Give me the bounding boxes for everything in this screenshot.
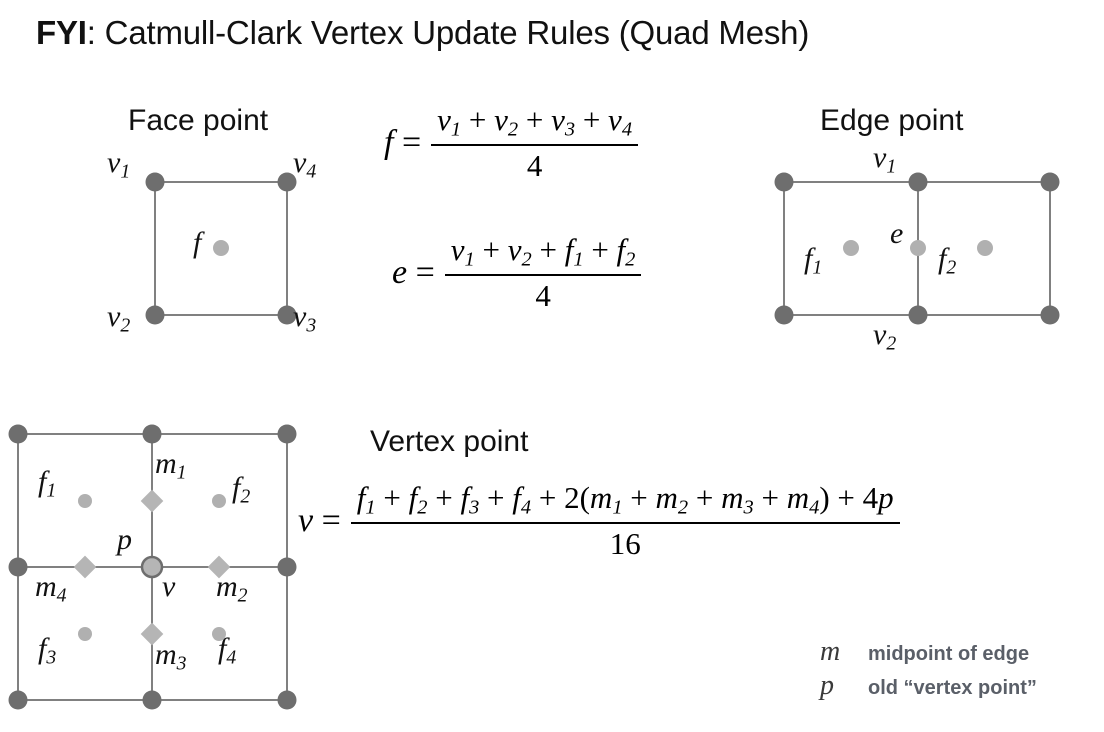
label-f2-edge: f2 <box>938 242 957 279</box>
face-point-dot-f <box>213 240 229 256</box>
vertex-dot-ml <box>8 557 28 577</box>
legend-row-m: m midpoint of edge <box>820 636 1037 670</box>
label-f2-vertex: f2 <box>232 471 251 508</box>
formula-vertex-point: v = f1 + f2 + f3 + f4 + 2(m1 + m2 + m3 +… <box>298 478 900 564</box>
formula-edge-lhs: e = <box>392 253 435 291</box>
label-v4-face: v4 <box>293 146 317 183</box>
vertex-dot-bc <box>142 690 162 710</box>
label-m3-vertex: m3 <box>155 638 187 675</box>
formula-vertex-bar <box>350 521 900 524</box>
vertex-point-caption: Vertex point <box>370 425 529 458</box>
vertex-dot-bottom-left <box>774 305 794 325</box>
vertex-dot-v3 <box>277 305 297 325</box>
formula-edge-numerator: v1 + v2 + f1 + f2 <box>450 232 636 271</box>
vertex-dot-tc <box>142 424 162 444</box>
face-point-diagram <box>145 172 297 325</box>
formula-edge-point: e = v1 + v2 + f1 + f2 4 <box>392 230 642 316</box>
formula-face-numerator: v1 + v2 + v3 + v4 <box>437 102 633 141</box>
face-point-dot-f1 <box>843 240 859 256</box>
label-v3-face: v3 <box>293 300 317 337</box>
vertex-dot-bottom-right <box>1040 305 1060 325</box>
legend-text-m: midpoint of edge <box>868 643 1030 665</box>
label-f4-vertex: f4 <box>218 632 237 669</box>
label-f3-vertex: f3 <box>38 632 57 669</box>
face-point-dot-f1 <box>78 494 92 508</box>
label-v2-edge: v2 <box>873 318 897 355</box>
vertex-dot-tl <box>8 424 28 444</box>
midpoint-diamond-m4 <box>73 555 97 579</box>
legend: m midpoint of edge p old “vertex point” <box>820 636 1037 704</box>
legend-text-p: old “vertex point” <box>868 677 1037 699</box>
face-point-dot-f4 <box>212 627 226 641</box>
vertex-dot-mr <box>277 557 297 577</box>
vertex-dot-v1 <box>908 172 928 192</box>
face-point-dot-f3 <box>78 627 92 641</box>
label-e-edge: e <box>890 217 904 250</box>
edge-point-caption: Edge point <box>820 104 964 137</box>
face-point-dot-f2 <box>977 240 993 256</box>
page-title-rest: : Catmull-Clark Vertex Update Rules (Qua… <box>86 14 810 51</box>
label-v2-face: v2 <box>107 300 131 337</box>
face-quad-outline <box>154 181 288 316</box>
vertex-dot-top-right <box>1040 172 1060 192</box>
vertex-dot-tr <box>277 424 297 444</box>
label-v1-edge: v1 <box>873 141 897 178</box>
vertex-dot-v2 <box>908 305 928 325</box>
formula-vertex-denominator: 16 <box>609 525 641 561</box>
edge-point-dot-e <box>910 240 926 256</box>
label-m2-vertex: m2 <box>216 570 248 607</box>
formula-edge-denominator: 4 <box>535 277 551 313</box>
formula-vertex-numerator: f1 + f2 + f3 + f4 + 2(m1 + m2 + m3 + m4)… <box>356 480 894 519</box>
formula-face-bar <box>431 143 639 146</box>
legend-symbol-p: p <box>820 670 834 701</box>
label-m1-vertex: m1 <box>155 447 187 484</box>
center-vertex-dot-p <box>140 555 164 579</box>
formula-vertex-lhs: v = <box>298 501 341 539</box>
label-f-face: f <box>193 226 202 259</box>
label-f1-vertex: f1 <box>38 465 57 502</box>
label-f1-edge: f1 <box>804 242 823 279</box>
edge-point-diagram <box>774 172 1060 325</box>
vertex-dot-bl <box>8 690 28 710</box>
vertex-dot-v4 <box>277 172 297 192</box>
legend-symbol-m: m <box>820 636 841 667</box>
formula-face-denominator: 4 <box>526 147 543 183</box>
label-v-vertex: v <box>162 570 176 603</box>
formula-edge-bar <box>444 273 642 276</box>
midpoint-diamond-m1 <box>140 489 164 513</box>
formula-face-point: f = v1 + v2 + v3 + v4 4 <box>384 100 639 186</box>
vertex-dot-top-left <box>774 172 794 192</box>
vertex-dot-br <box>277 690 297 710</box>
face-point-dot-f2 <box>212 494 226 508</box>
vertex-point-diagram <box>8 424 297 710</box>
page-title-strong: FYI <box>36 14 87 51</box>
label-m4-vertex: m4 <box>35 570 67 607</box>
formula-face-lhs: f = <box>384 123 422 161</box>
page-title: FYI: Catmull-Clark Vertex Update Rules (… <box>36 14 809 52</box>
vertex-dot-v2 <box>145 305 165 325</box>
label-v1-face: v1 <box>107 146 131 183</box>
face-point-caption: Face point <box>128 104 269 137</box>
legend-row-p: p old “vertex point” <box>820 670 1037 704</box>
label-p-vertex: p <box>117 523 132 556</box>
vertex-dot-v1 <box>145 172 165 192</box>
